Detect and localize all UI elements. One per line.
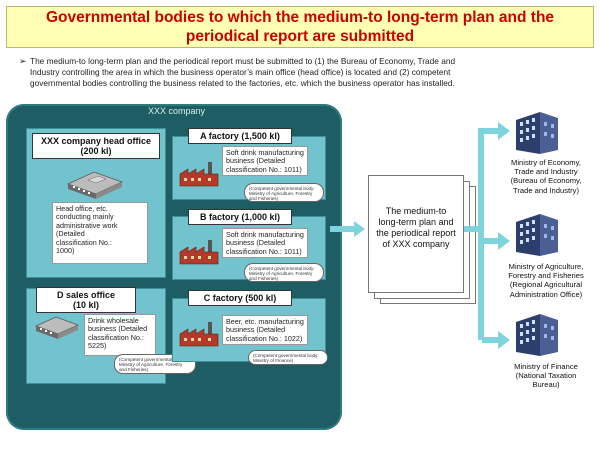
- desc-line: business (Detailed: [226, 156, 286, 166]
- ministry-text-line: Administration Office): [509, 289, 583, 299]
- bubble-line: Ministry of Agriculture, Forestry: [119, 362, 183, 368]
- meti-building-icon: [516, 112, 558, 154]
- ministry-text-line: Forestry and Fisheries: [508, 271, 584, 281]
- sales-office-description: Drink wholesale business (Detailed class…: [84, 314, 156, 356]
- note-line-1: The medium-to long-term plan and the per…: [30, 56, 456, 66]
- ministry-text-line: Ministry of Agriculture,: [508, 262, 584, 271]
- bubble-line: (Competent governmental body:: [253, 353, 319, 358]
- ministry-text-line: (Regional Agricultural: [509, 280, 583, 290]
- title-line-1: Governmental bodies to which the medium-…: [45, 9, 555, 26]
- head-office-name: XXX company head office: [40, 136, 152, 146]
- head-office-volume: (200 kl): [80, 146, 112, 156]
- head-office-building-icon: [66, 171, 124, 199]
- report-text-line: the periodical report: [376, 228, 456, 238]
- report-text-line: long-term plan and: [378, 217, 454, 227]
- factory-b-description: Soft drink manufacturing business (Detai…: [222, 228, 308, 258]
- factory-c-description: Beer, etc. manufacturing business (Detai…: [222, 315, 308, 345]
- factory-a-description: Soft drink manufacturing business (Detai…: [222, 146, 308, 176]
- desc-line: conducting mainly: [56, 212, 114, 222]
- desc-line: 1000): [56, 246, 75, 256]
- head-office-title: XXX company head office (200 kl): [32, 133, 160, 159]
- desc-line: classification No.: 1011): [226, 246, 302, 256]
- bubble-line: Ministry of Agriculture, Forestry: [249, 191, 313, 197]
- ministry-text-line: Trade and Industry): [513, 185, 579, 195]
- factory-b-icon: [179, 240, 219, 265]
- mof-building-icon: [516, 314, 558, 356]
- report-text-line: of XXX company: [382, 239, 450, 249]
- desc-line: business (Detailed: [226, 238, 286, 248]
- factory-a-authority-bubble: (Competent governmental body: Ministry o…: [244, 183, 324, 202]
- desc-line: 5225): [88, 341, 107, 351]
- report-document: The medium-to long-term plan and the per…: [368, 175, 464, 293]
- ministry-text-line: Ministry of Economy,: [511, 158, 581, 167]
- factory-c-authority-bubble: (Competent governmental body: Ministry o…: [248, 350, 328, 365]
- factory-c-title: C factory (500 kl): [188, 290, 292, 306]
- explanatory-note: ➢ The medium-to long-term plan and the p…: [19, 56, 590, 89]
- arrow-to-mof-icon: [482, 331, 510, 349]
- factory-a-title: A factory (1,500 kl): [188, 128, 292, 144]
- ministry-maff-label: Ministry of Agriculture, Forestry and Fi…: [494, 262, 598, 299]
- desc-line: administrative work: [56, 220, 118, 230]
- bubble-line: and Fisheries): [249, 276, 279, 282]
- bubble-line: Ministry of Finance): [253, 358, 294, 364]
- ministry-text-line: (National Taxation: [515, 371, 577, 381]
- bubble-line: (Competent governmental body:: [249, 266, 315, 271]
- bubble-line: (Competent governmental body:: [249, 186, 315, 191]
- factory-a-icon: [179, 162, 219, 187]
- sales-office-title: D sales office (10 kl): [36, 287, 136, 313]
- desc-line: business (Detailed: [88, 324, 148, 334]
- bubble-line: (Competent governmental body:: [119, 357, 185, 362]
- page-title: Governmental bodies to which the medium-…: [46, 8, 554, 46]
- desc-line: Soft drink manufacturing: [226, 230, 304, 239]
- ministry-text-line: Ministry of Finance: [514, 362, 578, 371]
- title-line-2: periodical report are submitted: [185, 28, 415, 45]
- ministry-text-line: Trade and Industry: [514, 167, 578, 177]
- ministry-text-line: Bureau): [532, 380, 560, 390]
- note-line-2: Industry controlling the area in which t…: [30, 67, 451, 77]
- desc-line: (Detailed: [56, 229, 85, 239]
- arrow-to-maff-icon: [482, 232, 510, 250]
- ministry-text-line: (Bureau of Economy,: [510, 176, 582, 186]
- desc-line: Head office, etc.: [56, 204, 108, 213]
- desc-line: classification No.:: [56, 237, 112, 247]
- company-label: XXX company: [148, 106, 206, 116]
- factory-b-title: B factory (1,000 kl): [188, 209, 292, 225]
- company-to-report-arrow-icon: [330, 221, 365, 237]
- desc-line: business (Detailed: [226, 325, 286, 335]
- desc-line: classification No.: 1022): [226, 333, 303, 343]
- arrow-to-meti-icon: [482, 122, 510, 140]
- head-office-description: Head office, etc. conducting mainly admi…: [52, 202, 148, 264]
- bubble-line: Ministry of Agriculture, Forestry: [249, 271, 313, 277]
- factory-c-icon: [179, 322, 219, 347]
- distribution-trunk-line: [478, 128, 484, 340]
- desc-line: classification No.:: [88, 332, 144, 342]
- note-line-3: governmental bodies controlling the busi…: [30, 78, 455, 88]
- desc-line: Drink wholesale: [88, 316, 139, 325]
- report-outflow-line: [464, 226, 482, 232]
- ministry-mof-label: Ministry of Finance (National Taxation B…: [494, 362, 598, 390]
- desc-line: Beer, etc. manufacturing: [226, 317, 304, 326]
- title-banner: Governmental bodies to which the medium-…: [6, 6, 594, 48]
- ministry-meti-label: Ministry of Economy, Trade and Industry …: [494, 158, 598, 195]
- sales-office-volume: (10 kl): [72, 300, 99, 310]
- bullet-arrow-icon: ➢: [19, 56, 27, 66]
- maff-building-icon: [516, 214, 558, 256]
- bubble-line: and Fisheries): [119, 367, 149, 373]
- factory-b-authority-bubble: (Competent governmental body: Ministry o…: [244, 263, 324, 282]
- sales-office-building-icon: [34, 316, 80, 339]
- desc-line: classification No.: 1011): [226, 164, 302, 174]
- bubble-line: and Fisheries): [249, 196, 279, 202]
- report-text-line: The medium-to: [385, 206, 447, 216]
- sales-office-name: D sales office: [56, 290, 116, 300]
- desc-line: Soft drink manufacturing: [226, 148, 304, 157]
